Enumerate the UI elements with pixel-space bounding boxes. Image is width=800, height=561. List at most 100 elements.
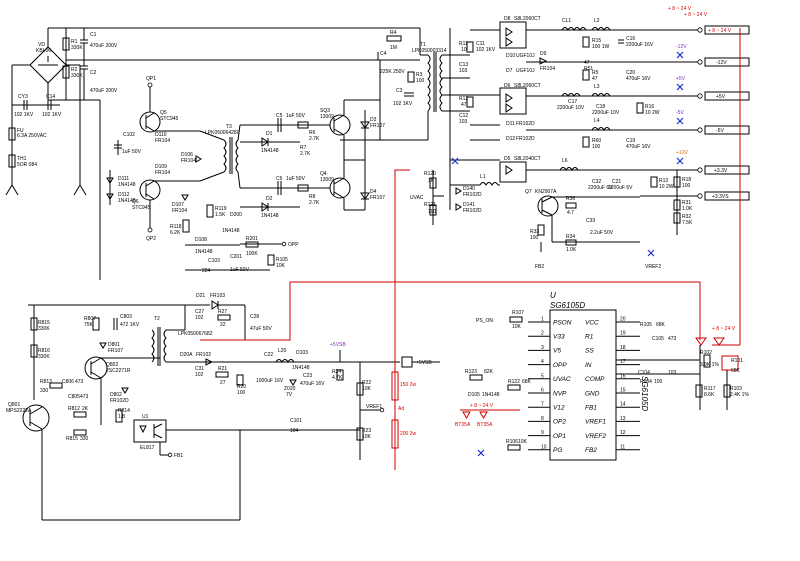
d141-val: FR102D — [463, 208, 482, 214]
r4-ref: R4 — [390, 30, 397, 36]
q4-ref: Q4 — [320, 171, 327, 177]
r2-ref: R2 — [71, 67, 78, 73]
input-section: VD KBL06 R1 330K R2 330K C1 470uF 200V C… — [5, 27, 420, 196]
c102-val: 1uF 50V — [122, 149, 142, 155]
z020-val: 7V — [286, 392, 293, 398]
d6-val: S8L2060CT — [514, 83, 541, 89]
u1-ref: U1 — [142, 414, 149, 420]
r118-ref: R118 — [170, 224, 182, 230]
uvac-net-label: UVAC — [410, 195, 424, 201]
r60-ref: R60 — [592, 138, 601, 144]
ic-pin-number: 9 — [541, 430, 544, 436]
q801-ref: Q801 — [8, 402, 20, 408]
r18-ref: R18 — [682, 177, 691, 183]
ic-pin-name: PG — [553, 447, 562, 454]
d3-ref: D3 — [370, 117, 377, 123]
r102-ref: R102 — [700, 350, 712, 356]
q7-ref: Q7 — [525, 189, 532, 195]
r816-ref: R816 — [38, 348, 50, 354]
ic-pin-number: 6 — [541, 388, 544, 394]
c6-val: 1uF 50V — [286, 176, 306, 182]
r117-ref: R117 — [704, 386, 716, 392]
d106-ref: D106 — [181, 152, 193, 158]
r118-val: 6.2K — [170, 230, 181, 236]
c22-ref: C22 — [264, 352, 273, 358]
l2-ref: L2 — [594, 18, 600, 24]
r27-val: 22 — [220, 322, 226, 328]
r33-ref: R33 — [530, 229, 539, 235]
cy3-val: 102 1KV — [14, 112, 34, 118]
cl1a-ref: CL1 — [562, 18, 571, 24]
q802-ref: Q802 — [106, 362, 118, 368]
r12-ref: R12 — [459, 96, 468, 102]
r31-ref: R31 — [682, 200, 691, 206]
r812-ref: R812 — [68, 406, 80, 412]
ic-pin-name: VREF1 — [585, 419, 606, 426]
d109-val: FR104 — [155, 170, 170, 176]
r18-val: 100 — [682, 183, 691, 189]
modification-wires: 150 2w 200 2w Ad BT35A BT35A + 8 ~ 24 V … — [200, 28, 741, 470]
d108-val: 1N4148 — [195, 249, 213, 255]
output-terminal — [697, 167, 703, 173]
r123-ref: R123 — [465, 369, 477, 375]
q5-ref: Q5 — [160, 110, 167, 116]
c18-ref: C18 — [596, 104, 605, 110]
d7-val: UGF10J — [516, 68, 535, 74]
r813-val: 330 — [40, 388, 49, 394]
r34-val: 1.0K — [566, 247, 577, 253]
ic-pin-name: IN — [585, 362, 592, 369]
d7-ref: D7 — [506, 68, 513, 74]
d9-ref: D9 — [540, 51, 547, 57]
rr1-val: 150 2w — [400, 382, 417, 388]
q7-transistor — [537, 195, 559, 217]
output-label-6: +3.3VS — [712, 194, 729, 200]
q6-ref: Q6 — [132, 199, 139, 205]
c2-val: 470uF 200V — [90, 88, 118, 94]
d801-val: FR107 — [108, 348, 123, 354]
q7-val: KN2907A — [535, 189, 557, 195]
r24-ref: R24 — [332, 369, 341, 375]
top-rail-label: + 8 ~ 24 V — [684, 12, 708, 18]
ps-on-net-label: PS_ON — [476, 318, 493, 324]
r814-val: 1.8 — [118, 414, 125, 420]
r36-val: 4.7 — [567, 210, 574, 216]
d141-ref: D141 — [463, 202, 475, 208]
c803-ref: C803 — [120, 314, 132, 320]
c4-val: 225K 250V — [380, 69, 405, 75]
d1-val: 1N4148 — [261, 148, 279, 154]
r814-ref: R814 — [118, 408, 130, 414]
r816-val: 330K — [38, 354, 50, 360]
c19-val: 470uF 16V — [626, 144, 651, 150]
ic-peripherals: PS_ON R107 10K R123 82K R122 68K D105 1N… — [465, 310, 749, 451]
ic-pin-name: OP2 — [553, 419, 566, 426]
ic-ref: U — [550, 291, 556, 300]
c13-ref: C13 — [459, 62, 468, 68]
c32-val: 2200uF 6V — [588, 185, 613, 191]
r60-val: 100 — [592, 144, 601, 150]
d10-val: UGF10J — [516, 53, 535, 59]
r11-ref: R11 — [459, 41, 468, 47]
ic-pin-number: 15 — [620, 388, 626, 394]
ad-label: Ad — [398, 406, 404, 412]
d2-ref: D2 — [266, 196, 273, 202]
ic-pin-name: UVAC — [553, 376, 571, 383]
r120-val: 1K — [428, 178, 435, 184]
r1-ref: R1 — [71, 39, 78, 45]
d106-val: FR104 — [181, 158, 196, 164]
r7-ref: R7 — [300, 145, 307, 151]
c21-ref: C21 — [612, 179, 621, 185]
r20-val: 100 — [237, 390, 246, 396]
d200-val: 1N4148 — [222, 228, 240, 234]
ic-body — [549, 309, 617, 461]
ic-pin-number: 18 — [620, 345, 626, 351]
d103-ref: D103 — [296, 350, 308, 356]
r32-val: 7.5K — [682, 220, 693, 226]
c201-ref: C201 — [230, 254, 242, 260]
ic-part-top: SG6105D — [550, 301, 585, 310]
r51-ref: R51 — [584, 66, 593, 72]
c28-val: 47uF 50V — [250, 326, 272, 332]
ic-pin-number: 8 — [541, 416, 544, 422]
output-terminal — [697, 27, 703, 33]
d12-ref: D12 — [506, 136, 515, 142]
ic-pin-name: VREF2 — [585, 433, 606, 440]
